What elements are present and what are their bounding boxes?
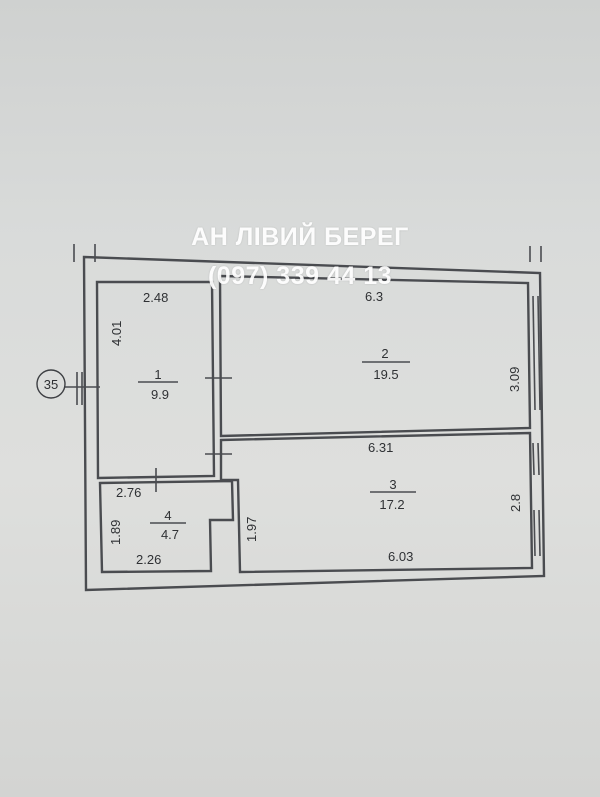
door-marks xyxy=(64,377,232,492)
axis-marker-label: 35 xyxy=(44,377,58,392)
room-1-outline xyxy=(95,280,216,480)
room-4-area: 4.7 xyxy=(161,527,179,542)
axis-marker-circle xyxy=(36,369,66,399)
dim-room1-left: 4.01 xyxy=(109,321,124,346)
dim-room2-top: 6.3 xyxy=(365,289,383,304)
dim-room3-right: 2.8 xyxy=(508,494,523,512)
dim-room4-top: 2.76 xyxy=(116,485,141,500)
room-1-number: 1 xyxy=(154,367,161,382)
room-4-outline xyxy=(98,479,235,574)
room-2-outline xyxy=(218,274,532,438)
room-1-area: 9.9 xyxy=(151,387,169,402)
room-3-number: 3 xyxy=(389,477,396,492)
room-3-area: 17.2 xyxy=(379,497,404,512)
dim-room3-bottom: 6.03 xyxy=(388,549,413,564)
room-2-area: 19.5 xyxy=(373,367,398,382)
watermark-agency-name: АН ЛІВИЙ БЕРЕГ xyxy=(191,223,409,251)
dim-room4-left: 1.89 xyxy=(108,520,123,545)
dim-room2-room3: 6.31 xyxy=(368,440,393,455)
dim-room2-right: 3.09 xyxy=(507,367,522,392)
room-4-number: 4 xyxy=(164,508,171,523)
windows xyxy=(76,295,541,557)
watermark-phone: (097) 339 44 13 xyxy=(207,262,393,290)
dim-room4-bottom: 2.26 xyxy=(136,552,161,567)
dim-room3-left: 1.97 xyxy=(244,517,259,542)
dim-room1-top: 2.48 xyxy=(143,290,168,305)
outer-wall xyxy=(82,255,546,592)
room-2-number: 2 xyxy=(381,346,388,361)
